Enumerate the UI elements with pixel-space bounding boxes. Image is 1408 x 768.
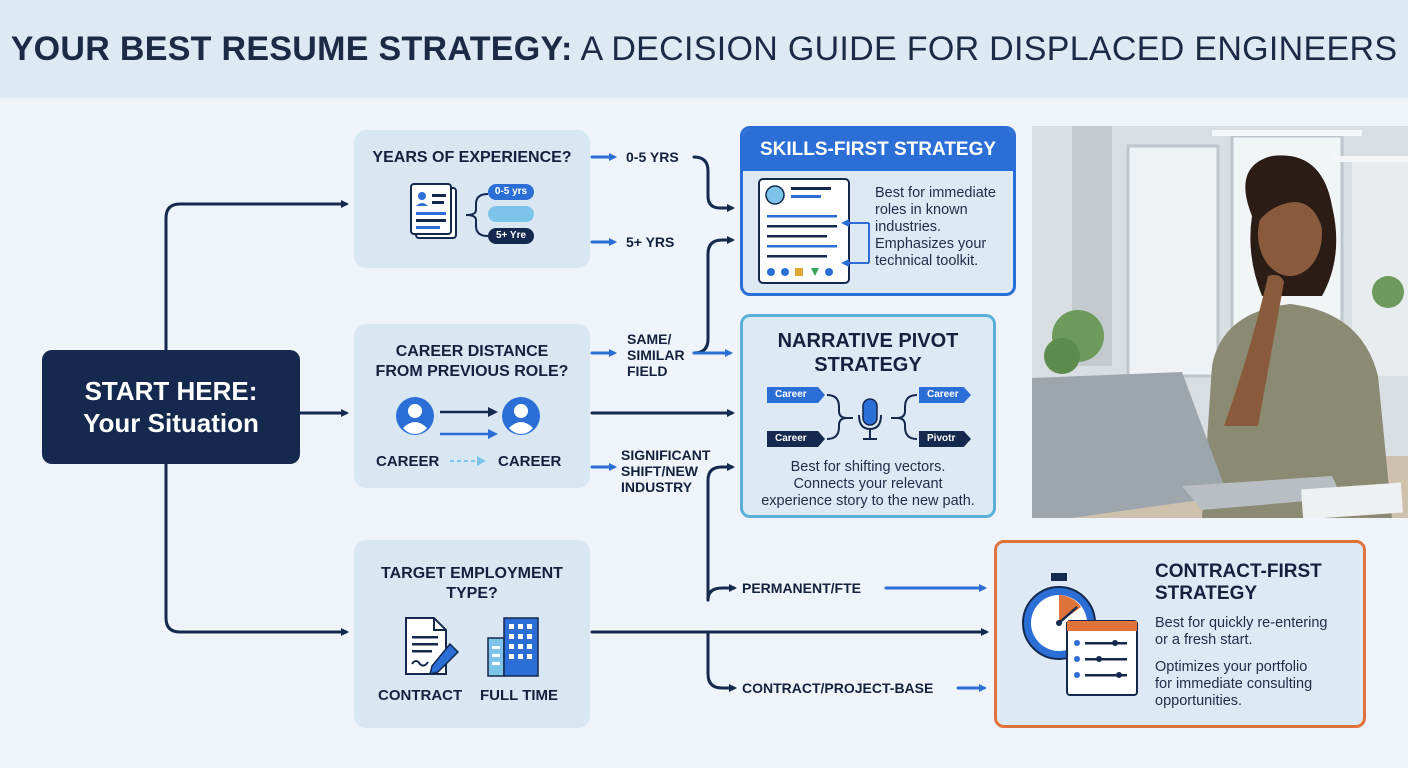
employment-title-line2: TYPE? [446, 585, 498, 602]
office-scene-illustration [1032, 126, 1408, 518]
branch-permanent-fte: PERMANENT/FTE [742, 580, 861, 596]
branch-same-line2: SIMILAR [627, 347, 685, 363]
pill-5-plus: 5+ Yre [488, 228, 534, 244]
pill-0-5-yrs: 0-5 yrs [488, 184, 534, 200]
checklist-icon [1066, 620, 1138, 696]
skills-body-1: Best for immediate [875, 185, 996, 201]
start-line2: Your Situation [83, 408, 259, 438]
distance-question-box: CAREER DISTANCE FROM PREVIOUS ROLE? CARE… [354, 324, 590, 488]
contract-body-2: or a fresh start. [1155, 632, 1253, 648]
branch-shift-line1: SIGNIFICANT [621, 447, 711, 463]
branch-shift-line3: INDUSTRY [621, 479, 693, 495]
contract-title-line1: CONTRACT-FIRST [1155, 561, 1322, 582]
distance-title-line2: FROM PREVIOUS ROLE? [375, 363, 569, 380]
branch-0-5-yrs: 0-5 YRS [626, 149, 679, 165]
narrative-pivot-strategy-card: NARRATIVE PIVOT STRATEGY Career Career C… [740, 314, 996, 518]
resume-icon [758, 178, 850, 284]
contract-first-strategy-card: CONTRACT-FIRST STRATEGY Best for quickly… [994, 540, 1366, 728]
contract-icon [405, 617, 460, 676]
stopwatch-icon [1022, 573, 1138, 696]
employment-question-box: TARGET EMPLOYMENT TYPE? CONTRACT FULL TI… [354, 540, 590, 728]
link-to-permanent [706, 584, 737, 602]
contract-body-1: Best for quickly re-entering [1155, 615, 1328, 631]
employment-question-title: TARGET EMPLOYMENT TYPE? [354, 564, 590, 604]
tag-career-1: Career [767, 387, 825, 403]
distance-question-title: CAREER DISTANCE FROM PREVIOUS ROLE? [354, 342, 590, 382]
contract-body-3: Optimizes your portfolio [1155, 659, 1308, 675]
contract-label: CONTRACT [378, 687, 463, 704]
contract-title-line2: STRATEGY [1155, 583, 1258, 604]
narrative-body-2: Connects your relevant [793, 476, 943, 492]
bracket-icon [465, 193, 489, 237]
photo-woman-at-laptop [1032, 126, 1408, 518]
skills-body-3: industries. [875, 219, 942, 235]
link-same-field-skills [692, 236, 735, 355]
contract-first-body-2: Optimizes your portfolio for immediate c… [1155, 659, 1312, 710]
skills-body-2: roles in known [875, 202, 968, 218]
career-left-label: CAREER [376, 453, 440, 470]
person-icon [396, 397, 434, 435]
narrative-body: Best for shifting vectors. Connects your… [743, 459, 993, 510]
skills-body-5: technical toolkit. [875, 253, 979, 269]
dashed-arrow-icon [450, 456, 486, 466]
contract-first-body: Best for quickly re-entering or a fresh … [1155, 615, 1327, 649]
contract-body-5: opportunities. [1155, 693, 1243, 709]
tag-pivot: Pivotr [919, 431, 971, 447]
microphone-icon [826, 394, 918, 440]
start-line1: START HERE: [84, 376, 258, 406]
link-start-employment [164, 462, 349, 636]
career-right-label: CAREER [498, 453, 562, 470]
person-icon [502, 397, 540, 435]
branch-shift-line2: SHIFT/NEW [621, 463, 698, 479]
skills-body-4: Emphasizes your [875, 236, 987, 252]
distance-title-line1: CAREER DISTANCE [395, 343, 549, 360]
pill-middle [488, 206, 534, 222]
pointer-arrows-icon [841, 219, 870, 267]
employment-title-line1: TARGET EMPLOYMENT [381, 565, 563, 582]
experience-question-box: YEARS OF EXPERIENCE? 0-5 yrs 5+ Yre [354, 130, 590, 268]
tag-career-3: Career [919, 387, 971, 403]
transition-arrows-icon [440, 407, 498, 439]
narrative-body-3: experience story to the new path. [761, 493, 975, 509]
skills-first-strategy-card: SKILLS-FIRST STRATEGY Best for immediate… [740, 126, 1016, 296]
link-0-5-skills [692, 155, 735, 212]
narrative-title-line2: STRATEGY [814, 354, 922, 376]
skills-first-title: SKILLS-FIRST STRATEGY [743, 129, 1013, 171]
branch-same-line1: SAME/ [627, 331, 672, 347]
full-time-label: FULL TIME [480, 687, 559, 704]
page-title: YOUR BEST RESUME STRATEGY: A DECISION GU… [11, 30, 1398, 69]
branch-same-field: SAME/ SIMILAR FIELD [627, 331, 685, 379]
resume-icon [410, 183, 457, 239]
narrative-body-1: Best for shifting vectors. [790, 459, 946, 475]
title-bold: YOUR BEST RESUME STRATEGY: [10, 29, 573, 68]
branch-same-line3: FIELD [627, 363, 668, 379]
skills-first-body: Best for immediate roles in known indust… [875, 185, 996, 270]
building-icon [487, 617, 539, 677]
start-node: START HERE: Your Situation [42, 350, 300, 464]
title-rest: A DECISION GUIDE FOR DISPLACED ENGINEERS [580, 29, 1398, 68]
branch-5-plus-yrs: 5+ YRS [626, 234, 675, 250]
narrative-title: NARRATIVE PIVOT STRATEGY [743, 329, 993, 377]
branch-contract-project: CONTRACT/PROJECT-BASE [742, 680, 934, 696]
tag-career-2: Career [767, 431, 825, 447]
contract-body-4: for immediate consulting [1155, 676, 1313, 692]
link-to-contract-project [706, 630, 737, 692]
experience-question-title: YEARS OF EXPERIENCE? [372, 149, 572, 166]
branch-significant-shift: SIGNIFICANT SHIFT/NEW INDUSTRY [621, 447, 710, 495]
link-start-experience [164, 200, 349, 352]
narrative-title-line1: NARRATIVE PIVOT [777, 330, 959, 352]
contract-first-title: CONTRACT-FIRST STRATEGY [1155, 561, 1322, 605]
page-header: YOUR BEST RESUME STRATEGY: A DECISION GU… [0, 0, 1408, 98]
